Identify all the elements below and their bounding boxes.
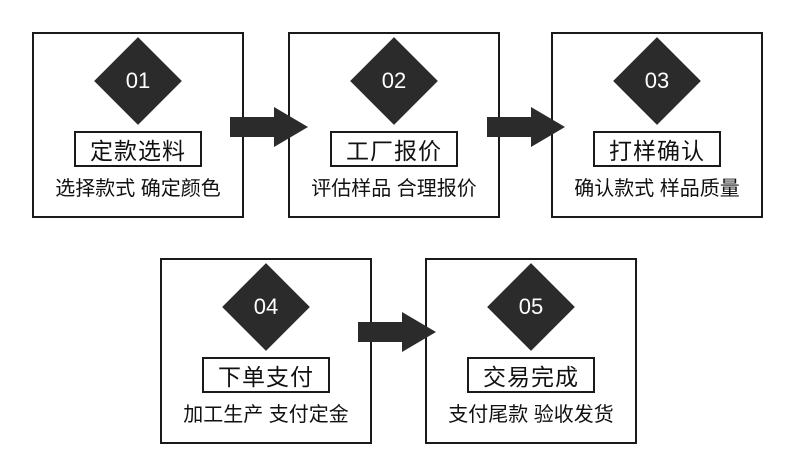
step-desc-05: 支付尾款 验收发货: [448, 404, 614, 426]
step-title-box-03: 打样确认: [593, 131, 721, 167]
step-title-04: 下单支付: [218, 364, 314, 390]
step-number-label-01: 01: [125, 68, 151, 93]
step-number-label-05: 05: [518, 294, 544, 319]
step-desc-04: 加工生产 支付定金: [183, 404, 349, 426]
step-number-label-04: 04: [253, 294, 279, 319]
step-box-05[interactable]: [425, 258, 637, 444]
step-title-01: 定款选料: [90, 138, 186, 164]
step-title-box-05: 交易完成: [467, 357, 595, 393]
step-title-box-02: 工厂报价: [330, 131, 458, 167]
arrow-icon-01-to-02: [230, 107, 308, 147]
step-desc-02: 评估样品 合理报价: [311, 178, 477, 200]
step-number-label-02: 02: [381, 68, 407, 93]
step-box-04[interactable]: [160, 258, 372, 444]
arrow-icon-04-to-05: [358, 312, 436, 352]
step-title-box-04: 下单支付: [202, 357, 330, 393]
step-title-03: 打样确认: [609, 138, 705, 164]
step-title-05: 交易完成: [483, 364, 579, 390]
step-number-label-03: 03: [644, 68, 670, 93]
step-title-02: 工厂报价: [346, 138, 442, 164]
step-title-box-01: 定款选料: [74, 131, 202, 167]
arrow-icon-02-to-03: [487, 107, 565, 147]
step-desc-01: 选择款式 确定颜色: [55, 178, 221, 200]
step-desc-03: 确认款式 样品质量: [574, 178, 740, 200]
